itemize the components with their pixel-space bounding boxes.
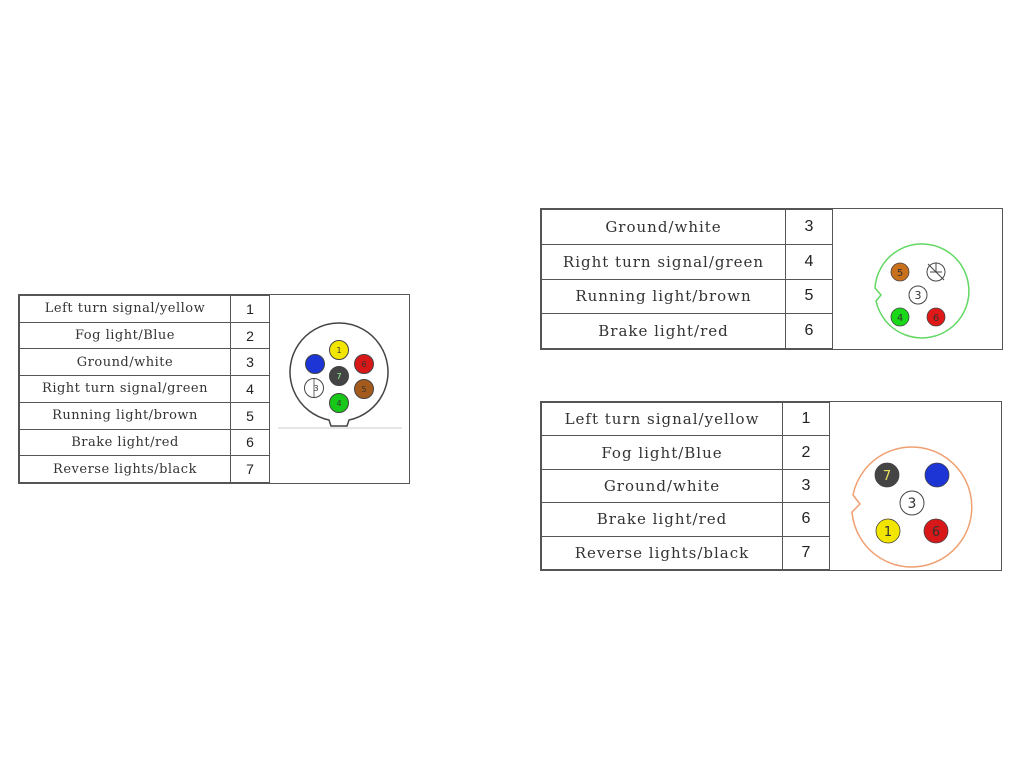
pin-function: Right turn signal/green [19, 375, 231, 403]
connector-4pin-svg: 5 3 4 6 [874, 243, 970, 339]
svg-text:5: 5 [361, 385, 366, 394]
pin-2 [305, 354, 325, 374]
svg-text:5: 5 [897, 268, 903, 279]
svg-text:7: 7 [883, 469, 891, 484]
pin-function: Reverse lights/black [541, 535, 783, 571]
svg-text:6: 6 [361, 360, 366, 369]
pin-function: Running light/brown [541, 278, 786, 315]
pin-number: 1 [782, 401, 830, 437]
connector-7pin-diagram: 1 3 4 5 6 7 [270, 295, 409, 483]
svg-text:1: 1 [336, 346, 341, 355]
pin-number: 1 [230, 295, 270, 323]
pin-number: 6 [782, 502, 830, 537]
pin-number: 6 [785, 313, 833, 349]
pin-number: 5 [785, 278, 833, 315]
pin-7: 7 [329, 366, 349, 386]
pin-7: 7 [874, 462, 900, 488]
pin-4: 4 [329, 393, 349, 413]
pin-6: 6 [926, 307, 946, 327]
ground-symbol-icon [926, 262, 946, 282]
pin-number: 2 [782, 435, 830, 470]
svg-text:3: 3 [915, 289, 922, 302]
pin-function: Ground/white [541, 209, 786, 245]
pin-5: 5 [354, 379, 374, 399]
pin-function: Running light/brown [19, 401, 231, 430]
pin-function: Fog light/Blue [541, 435, 783, 470]
pin-3: 3 [908, 285, 928, 305]
pin-number: 3 [230, 348, 270, 377]
pin-number: 3 [785, 209, 833, 245]
pin-number: 6 [230, 428, 270, 457]
pin-1: 1 [329, 340, 349, 360]
svg-text:6: 6 [932, 525, 940, 540]
pin-4: 4 [890, 307, 910, 327]
pin-function: Brake light/red [541, 313, 786, 349]
svg-text:7: 7 [336, 372, 341, 381]
pin-number: 7 [230, 455, 270, 483]
pin-number: 3 [782, 468, 830, 504]
pin-function: Ground/white [541, 468, 783, 504]
pin-function: Right turn signal/green [541, 243, 786, 280]
pin-3: 3 [899, 490, 925, 516]
connector-4pin-diagram: 5 3 4 6 [833, 209, 1002, 349]
pin-function: Left turn signal/yellow [19, 295, 231, 323]
pin-6: 6 [354, 354, 374, 374]
pin-function: Brake light/red [19, 428, 231, 457]
svg-text:4: 4 [336, 399, 341, 408]
svg-text:6: 6 [933, 313, 939, 324]
connector-5pin-svg: 7 3 1 6 [851, 446, 973, 568]
svg-text:3: 3 [908, 496, 917, 512]
connector-5pin-diagram: 7 3 1 6 [830, 402, 1001, 570]
pin-function: Brake light/red [541, 502, 783, 537]
pin-2 [924, 462, 950, 488]
pin-function: Left turn signal/yellow [541, 401, 783, 437]
pin-3: 3 [304, 378, 324, 398]
pin-1: 1 [875, 518, 901, 544]
pin-function: Fog light/Blue [19, 321, 231, 350]
pin-number: 4 [785, 243, 833, 280]
pin-number: 2 [230, 321, 270, 350]
pin-6: 6 [923, 518, 949, 544]
connector-7pin-svg: 1 3 4 5 6 7 [278, 322, 402, 429]
pin-function: Reverse lights/black [19, 455, 231, 483]
pin-number: 7 [782, 535, 830, 571]
svg-text:4: 4 [897, 313, 903, 324]
svg-text:3: 3 [313, 384, 318, 393]
pin-number: 4 [230, 375, 270, 403]
svg-text:1: 1 [884, 525, 892, 540]
pin-function: Ground/white [19, 348, 231, 377]
pin-5: 5 [890, 262, 910, 282]
pin-number: 5 [230, 401, 270, 430]
